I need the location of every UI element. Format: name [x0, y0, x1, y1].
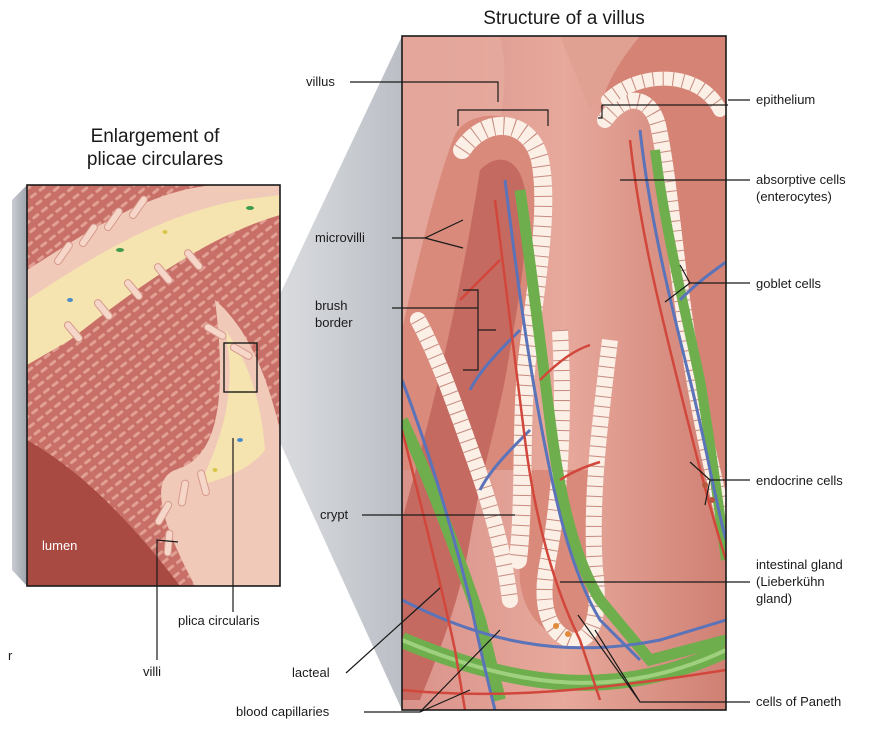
label-absorptive-cells-line1: absorptive cells	[756, 172, 846, 188]
left-panel-title-line1: Enlargement of	[48, 125, 262, 148]
label-epithelium: epithelium	[756, 92, 815, 108]
label-intestinal-gland-line2: (Lieberkühn	[756, 574, 825, 590]
label-brush-border-line2: border	[315, 315, 353, 331]
label-microvilli: microvilli	[315, 230, 365, 246]
villus-panel	[402, 36, 726, 710]
label-stray-mark: r	[8, 648, 12, 664]
plicae-panel	[27, 185, 280, 586]
label-goblet-cells: goblet cells	[756, 276, 821, 292]
label-intestinal-gland-line1: intestinal gland	[756, 557, 843, 573]
label-blood-capillaries: blood capillaries	[236, 704, 329, 720]
label-lumen: lumen	[42, 538, 77, 554]
label-plica-circularis: plica circularis	[178, 613, 260, 629]
label-villus: villus	[306, 74, 335, 90]
left-panel-title-line2: plicae circulares	[48, 148, 262, 171]
label-villi: villi	[143, 664, 161, 680]
left-panel-shadow	[12, 185, 27, 586]
label-intestinal-gland-line3: gland)	[756, 591, 792, 607]
label-cells-of-paneth: cells of Paneth	[756, 694, 841, 710]
label-crypt: crypt	[320, 507, 348, 523]
label-absorptive-cells-line2: (enterocytes)	[756, 189, 832, 205]
right-panel-title: Structure of a villus	[440, 7, 688, 30]
label-endocrine-cells: endocrine cells	[756, 473, 843, 489]
label-brush-border-line1: brush	[315, 298, 348, 314]
label-lacteal: lacteal	[292, 665, 330, 681]
